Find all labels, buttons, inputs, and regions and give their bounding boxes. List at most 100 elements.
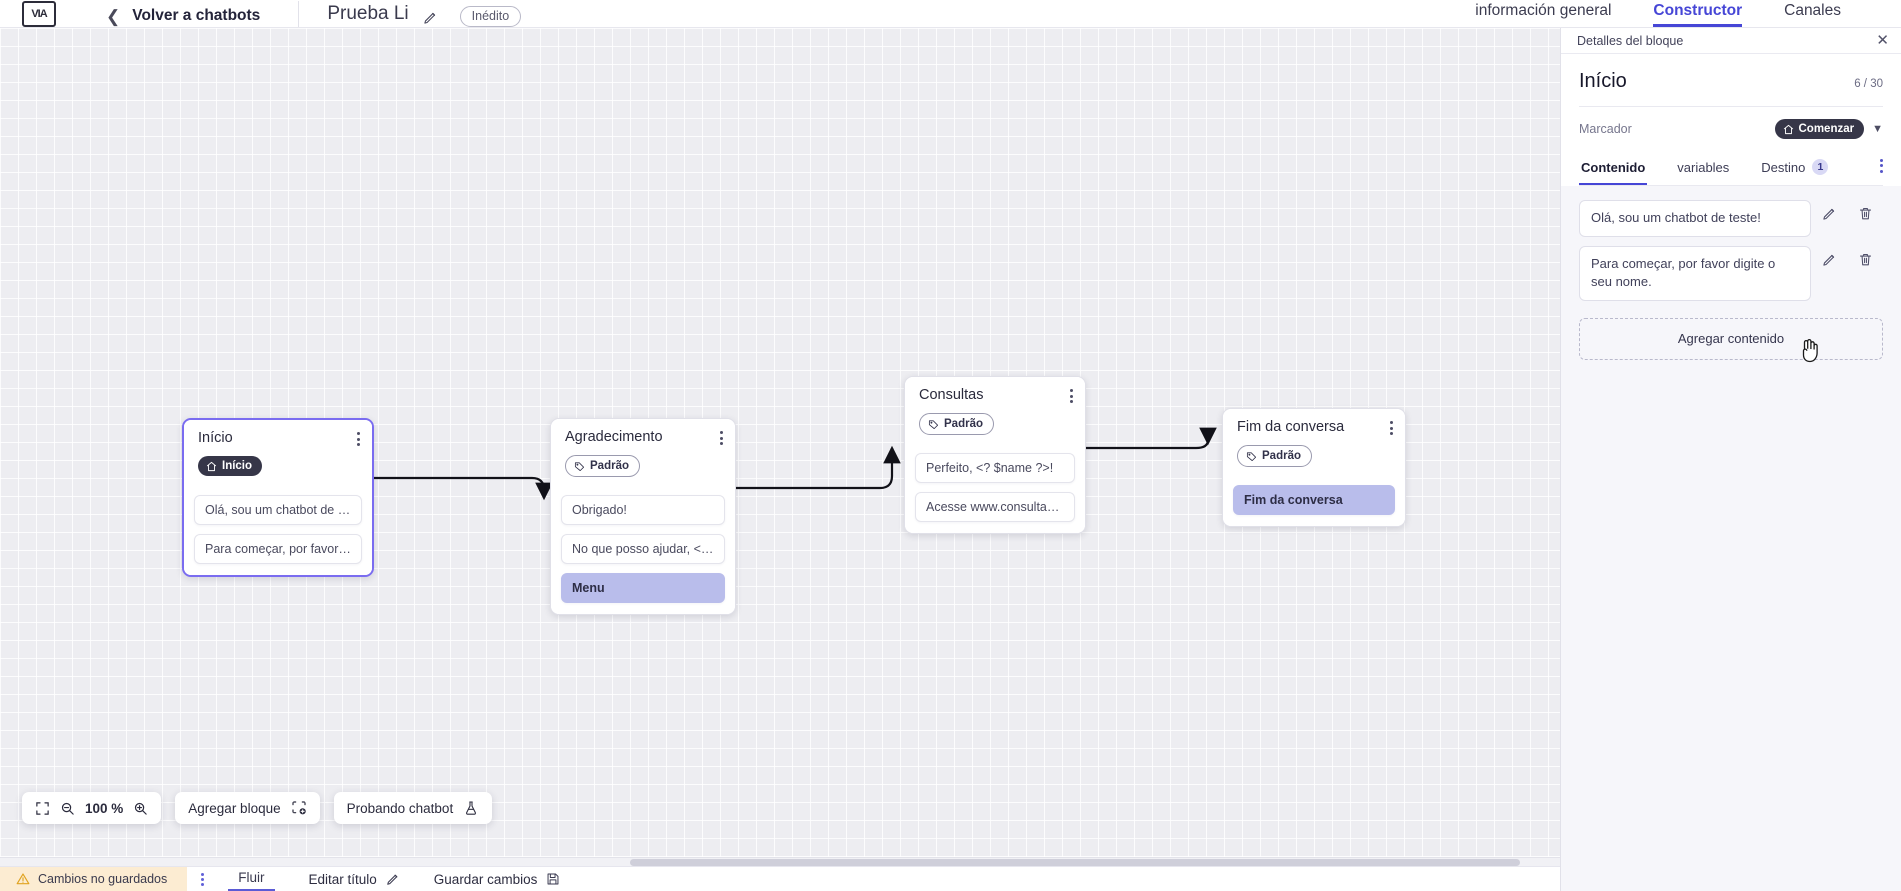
node-message[interactable]: Olá, sou um chatbot de teste! [194, 494, 362, 525]
node-menu-button[interactable] [1070, 389, 1073, 403]
trash-icon[interactable] [1847, 206, 1883, 221]
save-changes-button[interactable]: Guardar cambios [434, 872, 561, 887]
status-tab-fluir[interactable]: Fluir [228, 867, 275, 891]
test-chatbot-button[interactable]: Probando chatbot [333, 792, 493, 824]
scrollbar-thumb[interactable] [630, 859, 1520, 866]
flow-title: Prueba Li [327, 3, 409, 24]
panel-body: Início 6 / 30 Marcador Comenzar ▼ Conten… [1561, 54, 1901, 187]
app-logo-icon[interactable]: VIA [22, 1, 56, 27]
fit-screen-icon[interactable] [35, 801, 50, 816]
close-icon[interactable]: ✕ [1876, 32, 1889, 49]
node-header: Consultas Padrão [905, 377, 1085, 445]
panel-tab-label: variables [1677, 159, 1730, 175]
pencil-icon[interactable] [423, 10, 438, 27]
node-message-end[interactable]: Fim da conversa [1233, 485, 1395, 516]
marker-value-chip[interactable]: Comenzar [1774, 119, 1865, 140]
top-header: VIA ❮ Volver a chatbots Prueba Li Inédit… [0, 0, 1901, 28]
chevron-down-icon[interactable]: ▼ [1872, 123, 1883, 136]
panel-tab-label: Contenido [1581, 159, 1646, 175]
add-block-label: Agregar bloque [188, 800, 281, 816]
pencil-icon[interactable] [1811, 252, 1847, 267]
content-item-actions [1811, 200, 1883, 221]
zoom-controls: 100 % [22, 792, 162, 824]
content-item: Para começar, por favor digite o seu nom… [1579, 245, 1883, 301]
node-header: Início Início [184, 420, 372, 486]
marker-value-label: Comenzar [1798, 123, 1855, 135]
node-message[interactable]: No que posso ajudar, <? $name ... [561, 534, 725, 565]
zoom-level-value: 100 % [85, 800, 124, 816]
content-item: Olá, sou um chatbot de teste! [1579, 200, 1883, 237]
marker-row: Marcador Comenzar ▼ [1579, 107, 1883, 152]
node-message[interactable]: Perfeito, <? $name ?>! [915, 453, 1075, 484]
save-disk-icon [546, 872, 560, 886]
test-chatbot-label: Probando chatbot [346, 800, 454, 816]
edit-title-button[interactable]: Editar título [309, 872, 400, 887]
back-to-chatbots-link[interactable]: Volver a chatbots [132, 7, 261, 24]
node-menu-button[interactable] [1390, 421, 1393, 435]
add-content-button[interactable]: Agregar contenido [1579, 317, 1883, 360]
node-chip-padrao[interactable]: Padrão [565, 454, 640, 478]
panel-tabs-kebab-button[interactable] [1880, 158, 1883, 179]
trash-icon[interactable] [1847, 252, 1883, 267]
content-text[interactable]: Olá, sou um chatbot de teste! [1579, 200, 1811, 237]
panel-header: Detalles del bloque ✕ [1561, 28, 1901, 54]
tag-icon [1246, 452, 1257, 461]
content-text[interactable]: Para começar, por favor digite o seu nom… [1579, 245, 1811, 301]
flow-node-agradecimento[interactable]: Agradecimento Padrão Obrigado! No que po… [550, 418, 736, 616]
flow-node-fim-da-conversa[interactable]: Fim da conversa Padrão Fim da conversa [1222, 408, 1406, 528]
panel-tab-label: Destino [1761, 159, 1806, 175]
node-message[interactable]: Obrigado! [561, 495, 725, 526]
node-message[interactable]: Para começar, por favor digite o ... [194, 533, 362, 564]
marker-label: Marcador [1579, 122, 1632, 137]
node-header: Agradecimento Padrão [551, 419, 735, 487]
chevron-left-icon[interactable]: ❮ [106, 7, 121, 26]
add-block-button[interactable]: Agregar bloque [175, 792, 320, 824]
header-divider [298, 1, 300, 27]
home-icon [206, 461, 217, 471]
node-body: Perfeito, <? $name ?>! Acesse www.consul… [905, 453, 1085, 534]
node-message[interactable]: Acesse www.consultas.com par... [915, 492, 1075, 523]
node-chip-padrao[interactable]: Padrão [919, 412, 994, 436]
bottom-status-bar: Cambios no guardados Fluir Editar título… [0, 866, 1560, 891]
flow-node-consultas[interactable]: Consultas Padrão Perfeito, <? $name ?>! … [904, 376, 1086, 535]
tab-informacion-general[interactable]: información general [1475, 2, 1612, 19]
pencil-icon [386, 872, 400, 886]
panel-tab-contenido[interactable]: Contenido [1579, 153, 1648, 185]
unsaved-changes-indicator: Cambios no guardados [0, 866, 188, 891]
node-title: Fim da conversa [1237, 419, 1345, 435]
panel-header-title: Detalles del bloque [1577, 33, 1684, 48]
content-item-actions [1811, 246, 1883, 267]
tag-icon [928, 420, 939, 429]
node-chip-label: Padrão [590, 459, 629, 472]
panel-tab-variables[interactable]: variables [1675, 153, 1731, 185]
panel-tabs: Contenido variables Destino 1 [1579, 152, 1883, 187]
zoom-in-icon[interactable] [133, 801, 148, 816]
edit-title-label: Editar título [308, 871, 377, 887]
unsaved-changes-label: Cambios no guardados [38, 872, 168, 886]
flask-icon [463, 800, 479, 816]
canvas-horizontal-scrollbar[interactable] [0, 857, 1560, 866]
node-menu-button[interactable] [720, 431, 723, 445]
pencil-icon[interactable] [1811, 206, 1847, 221]
node-menu-button[interactable] [357, 432, 360, 446]
node-body: Fim da conversa [1223, 485, 1405, 527]
marker-value-group: Comenzar ▼ [1774, 119, 1883, 140]
tab-constructor[interactable]: Constructor [1653, 2, 1743, 27]
warning-icon [16, 872, 30, 886]
tab-canales[interactable]: Canales [1784, 2, 1841, 19]
flow-node-inicio[interactable]: Início Início Olá, sou um chatbot de tes… [182, 418, 374, 577]
zoom-out-icon[interactable] [60, 801, 75, 816]
canvas-toolbar: 100 % Agregar bloque Probando chatbot [22, 792, 493, 824]
node-message-menu[interactable]: Menu [561, 573, 725, 604]
panel-divider [1579, 106, 1883, 107]
flow-canvas[interactable]: Início Início Olá, sou um chatbot de tes… [0, 28, 1560, 866]
panel-tab-destino[interactable]: Destino 1 [1759, 152, 1830, 185]
node-title: Início [198, 430, 233, 446]
panel-block-title: Início [1579, 70, 1627, 92]
status-kebab-button[interactable] [201, 872, 205, 886]
node-chip-label: Padrão [1262, 449, 1301, 462]
top-tabs: información general Constructor Canales [1475, 0, 1901, 27]
node-chip-padrao[interactable]: Padrão [1237, 444, 1312, 468]
node-chip-inicio[interactable]: Início [198, 455, 263, 477]
add-block-icon [291, 800, 307, 816]
